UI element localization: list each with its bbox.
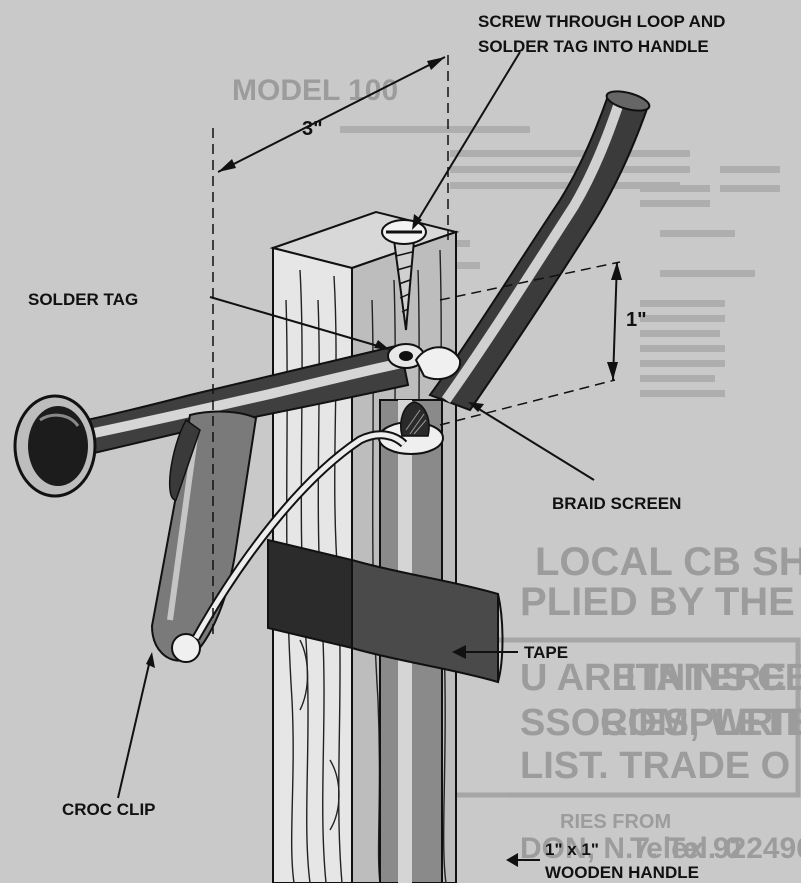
braid-texture: [405, 409, 427, 435]
leader-lines: [117, 51, 595, 861]
upper-element-stripe: [441, 98, 625, 403]
solder-tag-hole: [399, 351, 413, 361]
leader-arrowheads: [146, 214, 518, 867]
background-print: MODEL 100 LOCAL CB SHO PLIED BY THE U AR…: [232, 74, 801, 865]
bg-line-6: RIES FROM: [560, 811, 671, 833]
label-braid-screen: BRAID SCREEN: [552, 494, 681, 513]
dimension-height-label: 1": [626, 309, 647, 331]
label-solder-tag: SOLDER TAG: [28, 290, 138, 309]
upper-element-tip: [605, 90, 651, 112]
bg-line-7b: Telex 922496.: [630, 832, 801, 865]
label-tape: TAPE: [524, 643, 568, 662]
tape-front: [267, 538, 353, 650]
dimension-width-label: 3": [302, 118, 323, 140]
bg-line-7: DON, N.7. Tel. 0: [520, 832, 741, 865]
bg-line-4b: COMPLETE: [600, 702, 801, 744]
croc-clip-grip: [168, 418, 201, 501]
solder-tag-assembly: [387, 343, 462, 381]
tube-open-end-inner: [28, 406, 88, 486]
label-screw-line1: SCREW THROUGH LOOP AND: [478, 12, 725, 31]
lower-element-stripe: [59, 358, 404, 445]
croc-clip-solder: [171, 633, 201, 663]
bg-line-5: LIST. TRADE O: [520, 745, 790, 787]
solder-blob: [414, 346, 462, 381]
bg-line-3: U ARE INTERE: [520, 657, 787, 699]
lower-element: [13, 343, 410, 498]
bg-heading: MODEL 100: [232, 74, 398, 107]
dimension-lines: [212, 55, 622, 640]
upper-element: [428, 90, 651, 412]
bg-line-3b: ITAINS CB: [625, 657, 801, 699]
label-handle-line1: 1" x 1": [545, 840, 599, 859]
label-screw-line2: SOLDER TAG INTO HANDLE: [478, 37, 709, 56]
label-croc-clip: CROC CLIP: [62, 800, 156, 819]
label-handle-line2: WOODEN HANDLE: [545, 863, 699, 882]
croc-clip: [150, 410, 258, 663]
croc-clip-jaw: [150, 410, 258, 662]
bg-line-2: PLIED BY THE: [520, 580, 795, 624]
bg-line-4: SSORIES, WRIT: [520, 702, 801, 744]
bg-line-1: LOCAL CB SHO: [535, 540, 801, 584]
